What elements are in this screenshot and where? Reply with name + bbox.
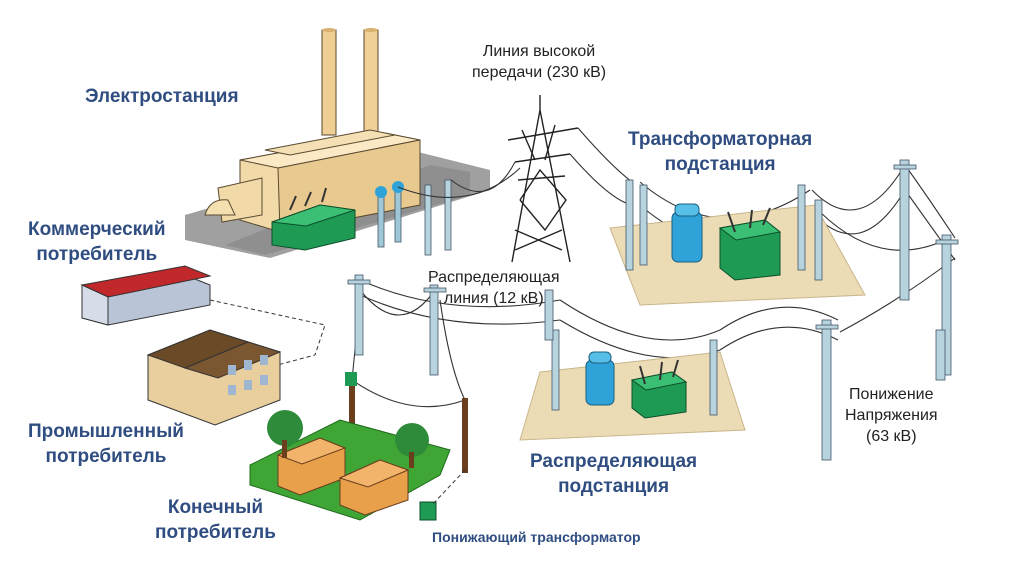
distribution-substation-line-1: Распределяющая	[530, 450, 697, 475]
distribution-substation	[520, 330, 745, 440]
power-plant-label: Электростанция	[85, 85, 239, 110]
distribution-line-line-1: Распределяющая	[428, 268, 560, 289]
distribution-substation-line-2: подстанция	[530, 475, 697, 500]
transformer-substation-label: Трансформаторная подстанция	[628, 128, 812, 177]
distribution-substation-label: Распределяющая подстанция	[530, 450, 697, 499]
industrial-consumer-label: Промышленный потребитель	[28, 420, 184, 469]
power-plant	[185, 28, 490, 258]
distribution-line-label: Распределяющая линия (12 кВ)	[428, 268, 560, 310]
step-down-line-1: Понижение	[845, 385, 938, 406]
distribution-line-line-2: линия (12 кВ)	[428, 289, 560, 310]
industrial-consumer-line-2: потребитель	[28, 445, 184, 470]
step-down-label: Понижение Напряжения (63 кВ)	[845, 385, 938, 447]
industrial-building	[148, 330, 280, 425]
commercial-consumer-label: Коммерческий потребитель	[28, 218, 166, 267]
transmission-tower	[508, 95, 578, 262]
step-down-line-2: Напряжения	[845, 406, 938, 427]
hv-line-line-2: передачи (230 кВ)	[472, 63, 606, 84]
step-down-line-3: (63 кВ)	[845, 427, 938, 448]
transformer-substation-line-1: Трансформаторная	[628, 128, 812, 153]
hv-line-label: Линия высокой передачи (230 кВ)	[472, 42, 606, 84]
step-down-transformer-label: Понижающий трансформатор	[432, 528, 641, 546]
end-consumer-label: Конечный потребитель	[155, 496, 276, 545]
transformer-substation-line-2: подстанция	[628, 153, 812, 178]
end-consumer-lawn	[250, 410, 450, 520]
transformer-substation	[610, 180, 865, 305]
commercial-consumer-line-2: потребитель	[28, 243, 166, 268]
end-consumer-line-1: Конечный	[155, 496, 276, 521]
commercial-building	[82, 266, 210, 325]
industrial-consumer-line-1: Промышленный	[28, 420, 184, 445]
commercial-consumer-line-1: Коммерческий	[28, 218, 166, 243]
hv-line-line-1: Линия высокой	[472, 42, 606, 63]
end-consumer-line-2: потребитель	[155, 521, 276, 546]
